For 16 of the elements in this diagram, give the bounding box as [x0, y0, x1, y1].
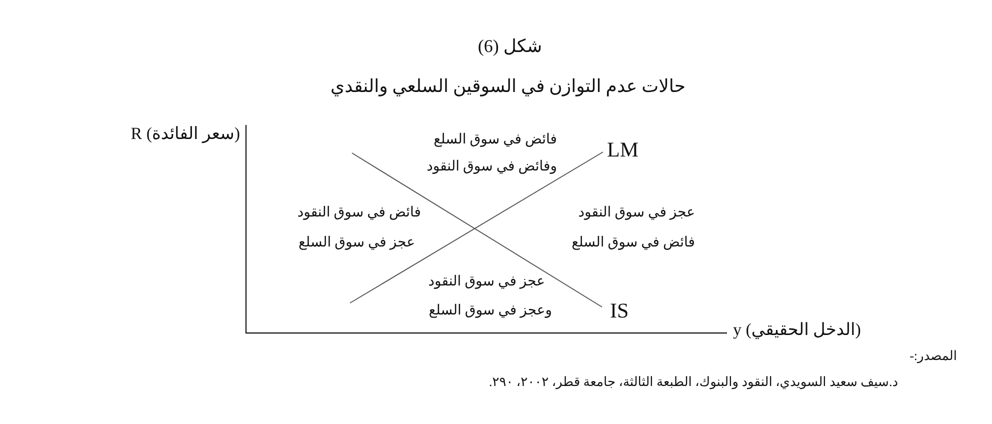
region-label: فائض في سوق السلع	[434, 132, 557, 150]
region-label: فائض في سوق السلع	[572, 236, 695, 252]
region-label: عجز في سوق السلع	[298, 236, 415, 252]
curve-label: LM	[607, 137, 638, 163]
curve-label: IS	[610, 298, 629, 324]
source-text: د.سيف سعيد السويدي، النقود والبنوك، الطبعة الثالثة، جامعة قطر، ٢٠٠٢، ٢٩٠.	[488, 374, 898, 390]
axis-label: R (سعر الفائدة)	[130, 124, 240, 144]
region-label: وعجز في سوق السلع	[428, 304, 552, 320]
region-label: فائض في سوق النقود	[297, 206, 421, 222]
region-label: عجز في سوق النقود	[428, 274, 545, 292]
region-label: وفائض في سوق النقود	[426, 160, 557, 176]
subtitle: حالات عدم التوازن في السوقين السلعي والنقدي	[330, 76, 686, 98]
figure-title: شكل (6)	[478, 36, 542, 58]
region-label: عجز في سوق النقود	[578, 206, 695, 222]
source-heading: المصدر:-	[910, 348, 957, 364]
axis-label: y (الدخل الحقيقي)	[733, 320, 861, 340]
